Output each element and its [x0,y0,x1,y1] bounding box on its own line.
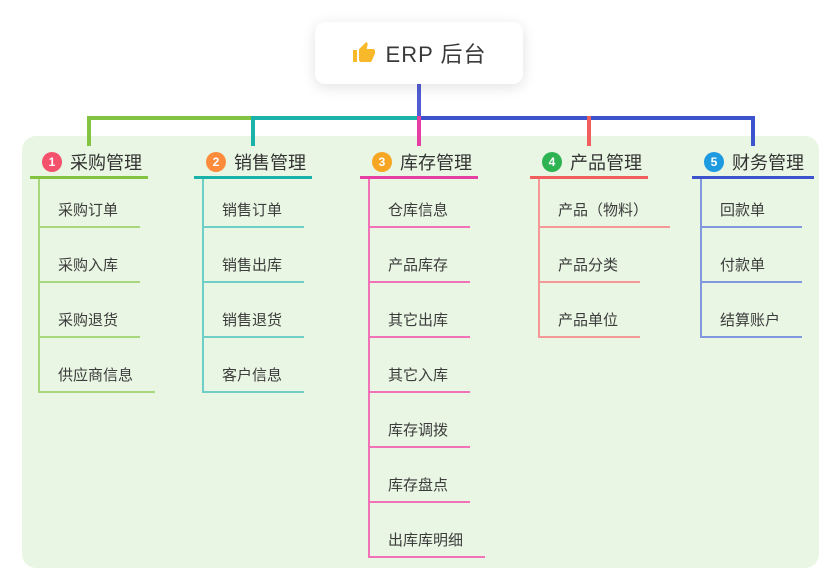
branch-label: 库存管理 [400,153,472,173]
child-node-label: 销售出库 [204,254,305,283]
child-node[interactable]: 库存调拨 [370,393,485,448]
child-node[interactable]: 客户信息 [204,338,305,393]
child-node-label: 结算账户 [702,309,803,338]
branch-header-4[interactable]: 4 产品管理 [530,148,648,179]
child-node-label: 产品（物料） [540,199,671,228]
branch-header-5[interactable]: 5 财务管理 [692,148,814,179]
branch-label: 财务管理 [732,153,804,173]
child-node[interactable]: 库存盘点 [370,448,485,503]
branch-children-1: 采购订单采购入库采购退货供应商信息 [38,179,156,393]
child-node[interactable]: 产品（物料） [540,179,671,228]
child-node-label: 仓库信息 [370,199,471,228]
branch-children-5: 回款单付款单结算账户 [700,179,803,338]
child-node[interactable]: 产品库存 [370,228,485,283]
branch-children-4: 产品（物料） 产品分类产品单位 [538,179,671,338]
child-node[interactable]: 回款单 [702,179,802,228]
child-node[interactable]: 销售订单 [204,179,305,228]
branch-children-2: 销售订单销售出库销售退货客户信息 [202,179,305,393]
branch-badge-2: 2 [206,152,226,172]
branch-label: 产品管理 [570,153,642,173]
child-node-label: 客户信息 [204,364,305,393]
child-node-label: 销售订单 [204,199,305,228]
child-node-label: 采购订单 [40,199,141,228]
child-node[interactable]: 付款单 [702,228,802,283]
child-node-label: 采购入库 [40,254,141,283]
child-node[interactable]: 仓库信息 [370,179,485,228]
child-node[interactable]: 结算账户 [702,283,803,338]
branch-badge-5: 5 [704,152,724,172]
branch-header-1[interactable]: 1 采购管理 [30,148,148,179]
branch-children-3: 仓库信息产品库存其它出库其它入库库存调拨库存盘点出库库明细 [368,179,486,558]
child-node-label: 供应商信息 [40,364,156,393]
child-node[interactable]: 采购订单 [40,179,155,228]
child-node[interactable]: 供应商信息 [40,338,156,393]
branch-badge-3: 3 [372,152,392,172]
child-node[interactable]: 产品单位 [540,283,670,338]
branch-header-3[interactable]: 3 库存管理 [360,148,478,179]
branches-panel [22,136,819,568]
child-node-label: 产品库存 [370,254,471,283]
child-node[interactable]: 其它出库 [370,283,485,338]
branch-badge-4: 4 [542,152,562,172]
branch-label: 采购管理 [70,153,142,173]
child-node[interactable]: 销售出库 [204,228,305,283]
child-node[interactable]: 出库库明细 [370,503,486,558]
child-node[interactable]: 销售退货 [204,283,305,338]
branch-label: 销售管理 [234,153,306,173]
child-node[interactable]: 产品分类 [540,228,670,283]
child-node-label: 出库库明细 [370,529,486,558]
child-node-label: 其它入库 [370,364,471,393]
child-node-label: 销售退货 [204,309,305,338]
child-node-label: 产品单位 [540,309,641,338]
branch-header-2[interactable]: 2 销售管理 [194,148,312,179]
thumbs-up-icon [352,41,376,65]
root-title: ERP 后台 [385,42,487,67]
child-node[interactable]: 采购退货 [40,283,155,338]
root-node[interactable]: ERP 后台 [315,22,523,84]
child-node-label: 付款单 [702,254,802,283]
child-node-label: 回款单 [702,199,802,228]
child-node-label: 产品分类 [540,254,641,283]
branch-badge-1: 1 [42,152,62,172]
child-node-label: 采购退货 [40,309,141,338]
child-node[interactable]: 采购入库 [40,228,155,283]
child-node-label: 库存盘点 [370,474,471,503]
child-node-label: 库存调拨 [370,419,471,448]
child-node-label: 其它出库 [370,309,471,338]
child-node[interactable]: 其它入库 [370,338,485,393]
